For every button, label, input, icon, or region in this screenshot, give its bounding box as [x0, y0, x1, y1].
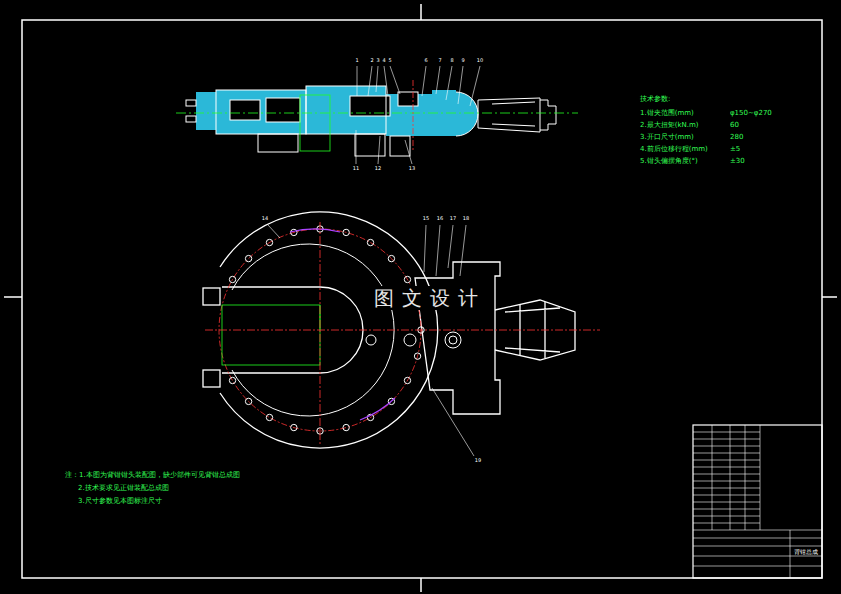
- bolt-hole: [404, 276, 410, 282]
- title-block: [693, 425, 822, 578]
- callout-number: 10: [477, 58, 483, 64]
- spec-text: 280: [730, 134, 743, 142]
- watermark: 图文设计: [370, 286, 490, 310]
- callout-number: 11: [353, 166, 359, 172]
- bolt-hole: [229, 276, 235, 282]
- spec-text: φ150~φ270: [730, 110, 772, 118]
- bolt-hole: [343, 424, 349, 430]
- callout-number: 18: [463, 216, 469, 222]
- bolt-hole: [367, 239, 373, 245]
- spec-text: 4.前后位移行程(mm): [640, 146, 708, 154]
- spec-text: 1.钳夹范围(mm): [640, 110, 694, 118]
- callout-number: 17: [450, 216, 456, 222]
- callout-number: 2: [370, 58, 373, 64]
- spec-text: 技术参数:: [640, 96, 670, 104]
- front-view: [203, 212, 600, 456]
- top-view: [176, 66, 578, 164]
- callout-number: 16: [437, 216, 443, 222]
- spec-text: 2.最大扭矩(kN.m): [640, 122, 698, 130]
- bolt-hole: [414, 353, 420, 359]
- callout-number: 6: [424, 58, 427, 64]
- callout-number: 3: [376, 58, 379, 64]
- spec-text: 3.开口尺寸(mm): [640, 134, 694, 142]
- spec-text: ±30: [730, 158, 745, 166]
- spec-text: ±5: [730, 146, 740, 154]
- callout-number: 12: [375, 166, 381, 172]
- bolt-hole: [245, 398, 251, 404]
- callout-number: 19: [475, 458, 481, 464]
- bolt-hole: [404, 377, 410, 383]
- bolt-hole: [388, 255, 394, 261]
- callout-number: 8: [450, 58, 453, 64]
- bolt-hole: [343, 229, 349, 235]
- callout-number: 4: [382, 58, 385, 64]
- spec-text: 60: [730, 122, 739, 130]
- bolt-hole: [291, 424, 297, 430]
- note-text: 2.技术要求见正钳装配总成图: [78, 485, 169, 493]
- bolt-hole: [266, 414, 272, 420]
- note-text: 3.尺寸参数见本图标注尺寸: [78, 498, 162, 506]
- note-text: 注：1.本图为背钳钳头装配图，缺少部件可见背钳总成图: [65, 472, 240, 480]
- callout-number: 1: [355, 58, 358, 64]
- callout-number: 5: [388, 58, 391, 64]
- bolt-hole: [266, 239, 272, 245]
- callout-number: 9: [461, 58, 464, 64]
- callout-number: 13: [409, 166, 415, 172]
- callout-number: 15: [423, 216, 429, 222]
- callout-number: 7: [438, 58, 441, 64]
- title-cell: 背钳总成: [794, 549, 818, 556]
- bolt-hole: [229, 377, 235, 383]
- spec-text: 5.钳头偏摆角度(°): [640, 158, 698, 166]
- bolt-hole: [245, 255, 251, 261]
- sheet-frame: [4, 4, 837, 592]
- callout-number: 14: [262, 216, 268, 222]
